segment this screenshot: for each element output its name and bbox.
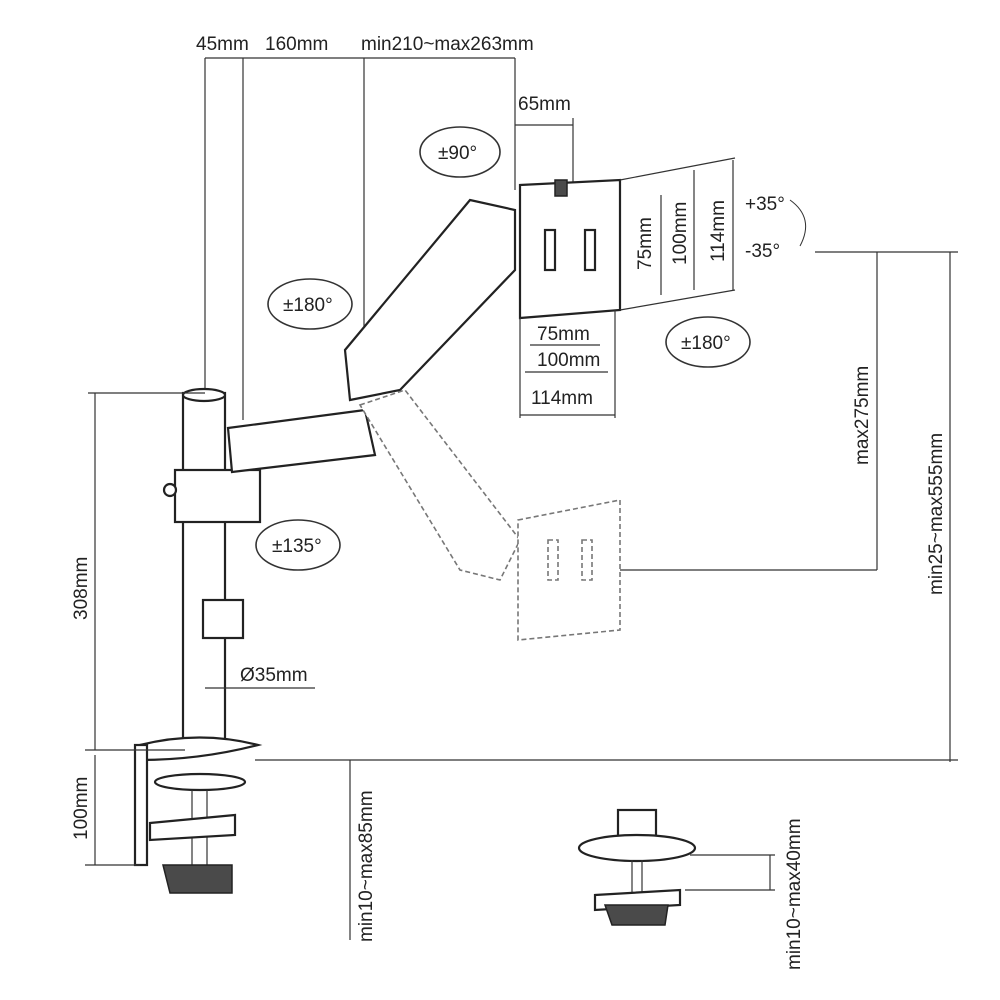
dim-total-range: min25~max555mm (926, 433, 947, 595)
dim-vertical-travel: max275mm (852, 366, 873, 465)
rotation-head-label: ±180° (681, 333, 731, 354)
pole-collar (162, 468, 262, 524)
rotation-base-label: ±135° (272, 536, 322, 557)
rotation-arm-label: ±180° (283, 295, 333, 316)
tilt-down-label: -35° (745, 241, 780, 262)
upper-arm-lowered (358, 389, 521, 581)
grommet-mount (577, 808, 775, 926)
vesa-horiz-100: 100mm (537, 350, 600, 371)
vesa-horiz-114: 114mm (531, 388, 593, 409)
dim-arm1: 160mm (265, 34, 328, 55)
rotation-arm-badge: ±180° (267, 278, 353, 330)
lower-arm (226, 408, 377, 474)
dim-clamp-range: min10~max85mm (356, 790, 377, 942)
vesa-dimension-lines (519, 157, 736, 418)
tilt-arrow-icon (789, 199, 807, 247)
desk-clamp (133, 736, 263, 894)
vesa-horiz-75: 75mm (537, 324, 590, 345)
dim-arm2: min210~max263mm (361, 34, 534, 55)
top-dimension-lines (204, 57, 574, 420)
dim-grommet-range: min10~max40mm (784, 818, 805, 970)
vesa-plate-lowered (517, 499, 621, 641)
dim-tilt-offset: 65mm (518, 94, 571, 115)
dim-clamp-height: 100mm (71, 777, 92, 840)
dim-pole-height: 308mm (71, 557, 92, 620)
rotation-base-badge: ±135° (255, 519, 341, 571)
vesa-vert-75: 75mm (635, 217, 656, 270)
rotation-90-label: ±90° (438, 143, 477, 164)
dim-pole-diameter: Ø35mm (240, 665, 308, 686)
vesa-vert-114: 114mm (708, 200, 729, 262)
tilt-up-label: +35° (745, 194, 785, 215)
rotation-90-badge: ±90° (419, 126, 501, 178)
cable-clip (201, 598, 245, 640)
left-dimension-lines (85, 392, 315, 866)
upper-arm (343, 198, 517, 402)
vesa-plate (518, 178, 622, 320)
vesa-vert-100: 100mm (670, 202, 691, 265)
pole (181, 387, 227, 753)
rotation-head-badge: ±180° (665, 316, 751, 368)
height-dimension-lines (255, 251, 958, 762)
dim-pole-offset: 45mm (196, 34, 249, 55)
